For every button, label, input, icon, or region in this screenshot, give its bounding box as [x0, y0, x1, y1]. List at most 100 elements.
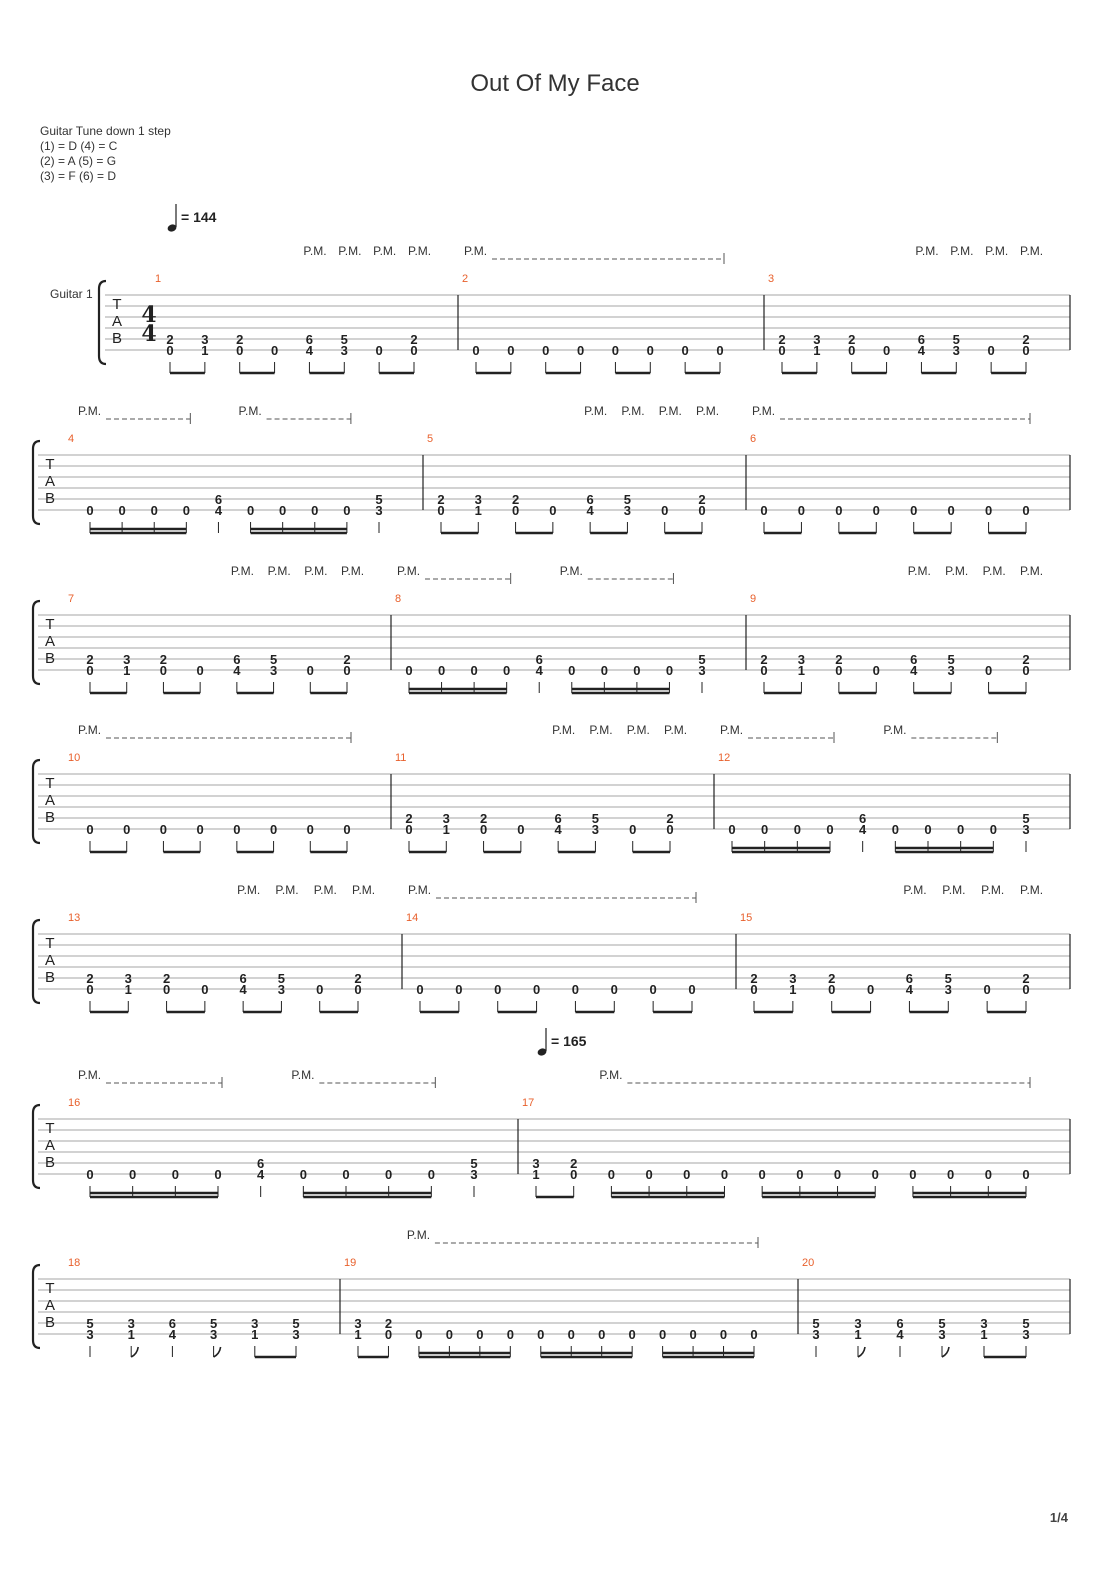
fret-number: 0	[376, 343, 383, 358]
fret-number: 3	[128, 1316, 135, 1331]
fret-number: 0	[342, 1167, 349, 1182]
fret-number: 3	[938, 1327, 945, 1342]
palm-mute-label: P.M.	[275, 883, 298, 897]
fret-number: 0	[86, 663, 93, 678]
fret-number: 0	[957, 822, 964, 837]
tuning-line: (1) = D (4) = C	[40, 139, 118, 153]
fret-number: 0	[848, 343, 855, 358]
fret-number: 0	[608, 1167, 615, 1182]
fret-number: 6	[910, 652, 917, 667]
fret-number: 3	[980, 1316, 987, 1331]
fret-number: 0	[760, 503, 767, 518]
palm-mute-label: P.M.	[408, 244, 431, 258]
fret-number: 0	[247, 503, 254, 518]
fret-number: 0	[985, 1167, 992, 1182]
fret-number: 0	[873, 503, 880, 518]
palm-mute-label: P.M.	[945, 564, 968, 578]
fret-number: 0	[385, 1327, 392, 1342]
fret-number: 0	[214, 1167, 221, 1182]
fret-number: 2	[86, 652, 93, 667]
fret-number: 0	[405, 822, 412, 837]
palm-mute-label: P.M.	[239, 404, 262, 418]
fret-number: 3	[698, 663, 705, 678]
fret-number: 6	[555, 811, 562, 826]
fret-number: 2	[570, 1156, 577, 1171]
fret-number: 0	[689, 1327, 696, 1342]
tab-clef-letter: T	[45, 616, 54, 633]
fret-number: 2	[405, 811, 412, 826]
fret-number: 0	[86, 982, 93, 997]
instrument-name: Guitar 1	[50, 287, 93, 301]
palm-mute-label: P.M.	[1020, 883, 1043, 897]
palm-mute-label: P.M.	[373, 244, 396, 258]
tab-clef-letter: A	[45, 473, 55, 490]
fret-number: 0	[948, 503, 955, 518]
measure-number: 6	[750, 433, 756, 445]
fret-number: 5	[470, 1156, 477, 1171]
fret-number: 2	[166, 332, 173, 347]
tab-clef-letter: T	[45, 775, 54, 792]
fret-number: 0	[750, 1327, 757, 1342]
palm-mute-label: P.M.	[464, 244, 487, 258]
fret-number: 5	[938, 1316, 945, 1331]
measure-number: 11	[395, 752, 406, 764]
fret-number: 0	[118, 503, 125, 518]
fret-number: 0	[683, 1167, 690, 1182]
fret-number: 0	[1022, 982, 1029, 997]
fret-number: 0	[682, 343, 689, 358]
fret-number: 4	[233, 663, 241, 678]
fret-number: 4	[306, 343, 314, 358]
palm-mute-label: P.M.	[985, 244, 1008, 258]
fret-number: 3	[592, 822, 599, 837]
measure-number: 19	[344, 1257, 356, 1269]
fret-number: 1	[251, 1327, 258, 1342]
palm-mute-label: P.M.	[752, 404, 775, 418]
palm-mute-label: P.M.	[720, 723, 743, 737]
fret-number: 3	[86, 1327, 93, 1342]
fret-number: 3	[953, 343, 960, 358]
fret-number: 5	[953, 332, 960, 347]
fret-number: 1	[798, 663, 805, 678]
fret-number: 0	[271, 343, 278, 358]
fret-number: 0	[512, 503, 519, 518]
fret-number: 3	[813, 332, 820, 347]
fret-number: 0	[438, 663, 445, 678]
fret-number: 0	[1022, 1167, 1029, 1182]
fret-number: 1	[201, 343, 208, 358]
fret-number: 0	[343, 822, 350, 837]
fret-number: 2	[343, 652, 350, 667]
tab-clef-letter: A	[45, 1297, 55, 1314]
palm-mute-label: P.M.	[599, 1068, 622, 1082]
fret-number: 1	[128, 1327, 135, 1342]
palm-mute-label: P.M.	[231, 564, 254, 578]
tab-clef-letter: B	[45, 650, 55, 667]
palm-mute-label: P.M.	[341, 564, 364, 578]
fret-number: 0	[650, 982, 657, 997]
fret-number: 4	[587, 503, 595, 518]
fret-number: 0	[86, 503, 93, 518]
page-number: 1/4	[1049, 1510, 1068, 1525]
fret-number: 3	[854, 1316, 861, 1331]
measure-number: 18	[68, 1257, 80, 1269]
fret-number: 0	[507, 1327, 514, 1342]
fret-number: 0	[151, 503, 158, 518]
fret-number: 1	[475, 503, 482, 518]
fret-number: 0	[645, 1167, 652, 1182]
fret-number: 5	[948, 652, 955, 667]
fret-number: 4	[169, 1327, 177, 1342]
tempo-value: = 144	[181, 209, 217, 225]
tab-clef-letter: B	[45, 809, 55, 826]
fret-number: 1	[532, 1167, 539, 1182]
fret-number: 0	[598, 1327, 605, 1342]
tab-clef-letter: A	[45, 792, 55, 809]
fret-number: 0	[990, 822, 997, 837]
fret-number: 2	[512, 492, 519, 507]
fret-number: 0	[86, 822, 93, 837]
system-bracket	[31, 1263, 41, 1350]
system-bracket	[31, 918, 41, 1005]
system-bracket	[97, 279, 107, 366]
fret-number: 0	[834, 1167, 841, 1182]
fret-number: 0	[629, 822, 636, 837]
fret-number: 2	[86, 971, 93, 986]
